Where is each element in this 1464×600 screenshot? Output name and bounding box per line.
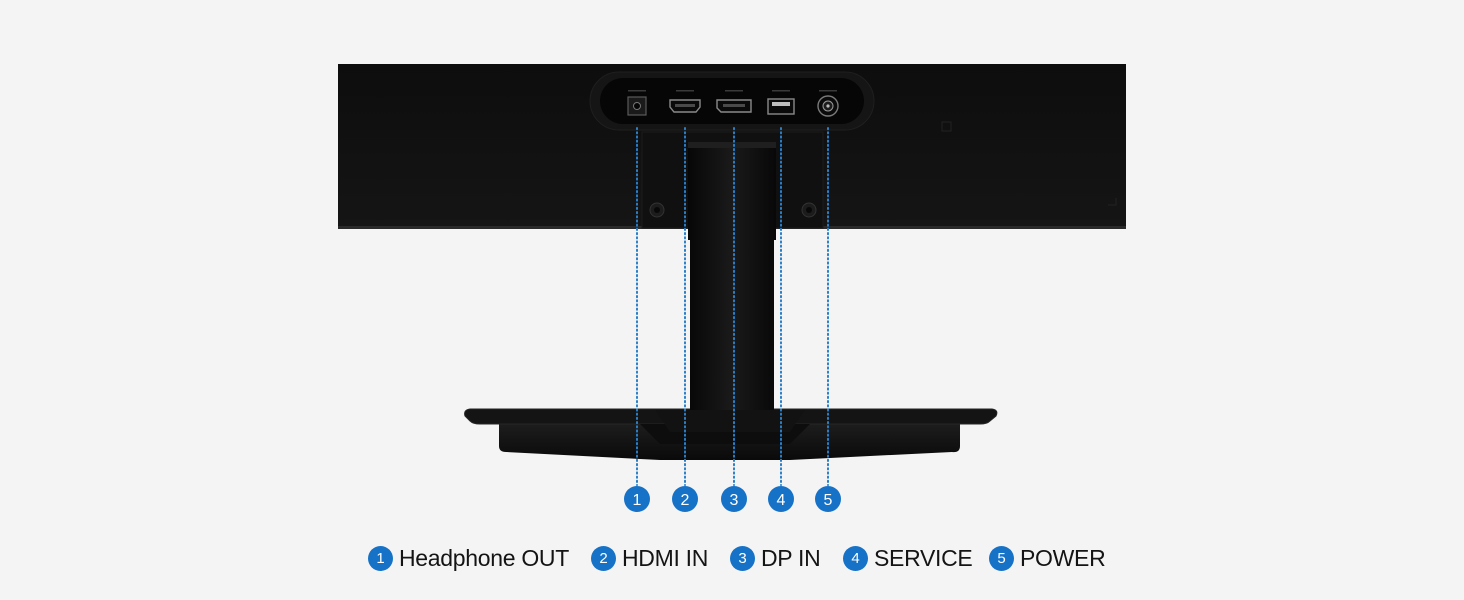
legend-item-power: 5 POWER [989,538,1106,578]
legend-badge-2: 2 [591,545,616,571]
port-marker-number: 4 [777,492,786,509]
usb-service-port-icon [767,90,795,115]
leader-lines: 1 2 3 4 5 [624,127,841,512]
legend-item-dp-in: 3 DP IN [730,538,821,578]
displayport-port-icon [716,90,752,113]
port-marker-number: 2 [681,492,690,509]
port-legend: 1 Headphone OUT 2 HDMI IN 3 DP IN 4 SERV… [0,538,1464,578]
legend-item-headphone-out: 1 Headphone OUT [368,538,569,578]
port-marker-2: 2 [672,486,698,512]
headphone-jack-port-icon [627,90,647,116]
port-marker-3: 3 [721,486,747,512]
port-marker-number: 1 [633,492,642,509]
legend-badge-3: 3 [730,545,755,571]
port-marker-number: 5 [824,492,833,509]
legend-label-dp-in: DP IN [761,544,821,571]
stand-neck [655,142,805,432]
legend-item-service: 4 SERVICE [843,538,973,578]
hdmi-port-icon [669,90,701,113]
port-marker-4: 4 [768,486,794,512]
port-marker-number: 3 [730,492,739,509]
legend-label-power: POWER [1020,544,1106,571]
legend-label-service: SERVICE [874,544,973,571]
legend-badge-4: 4 [843,545,868,571]
legend-label-headphone-out: Headphone OUT [399,544,569,571]
legend-badge-5: 5 [989,545,1014,571]
port-marker-1: 1 [624,486,650,512]
dc-power-port-icon [817,90,839,117]
ports-layer [627,90,839,117]
legend-badge-1: 1 [368,545,393,571]
legend-item-hdmi-in: 2 HDMI IN [591,538,708,578]
port-marker-5: 5 [815,486,841,512]
legend-label-hdmi-in: HDMI IN [622,544,709,571]
